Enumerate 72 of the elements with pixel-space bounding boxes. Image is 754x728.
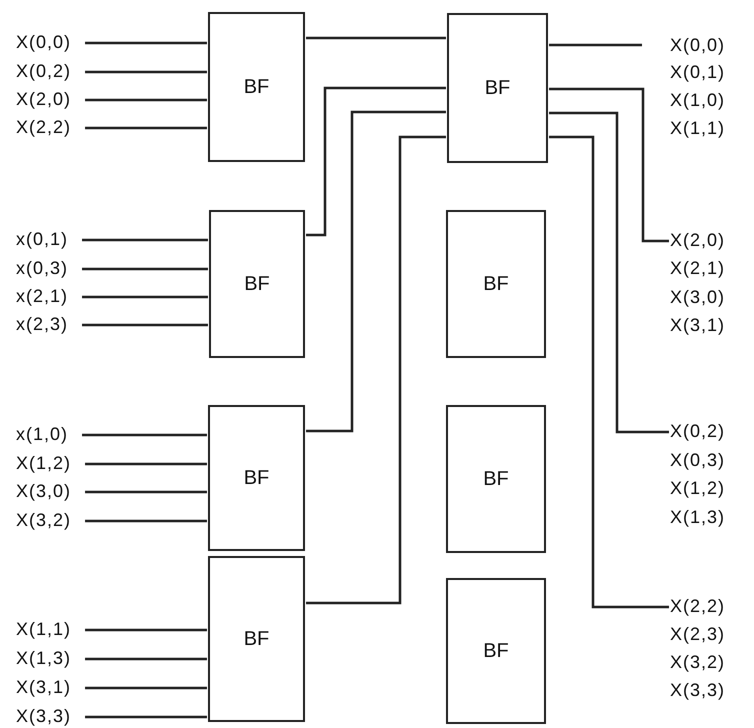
signal-label: X(0,2) (670, 420, 726, 442)
connector-line (82, 296, 208, 298)
signal-label: X(3,3) (670, 679, 726, 701)
connector-line (306, 36, 446, 40)
process-box (209, 210, 305, 358)
connector-line (85, 70, 207, 74)
signal-label: x(0,1) (16, 228, 68, 250)
signal-label: X(1,2) (670, 477, 726, 499)
box-label: BF (244, 628, 270, 650)
signal-label: x(1,0) (16, 423, 68, 445)
box-label: BF (244, 466, 270, 490)
signal-label: X(0,2) (16, 60, 72, 82)
box-label: BF (483, 272, 509, 296)
connector-line (82, 238, 208, 242)
process-box (446, 578, 546, 724)
signal-label: X(0,0) (16, 31, 72, 53)
signal-label: X(2,0) (16, 88, 72, 110)
box-label: BF (483, 640, 509, 662)
signal-label: X(2,0) (670, 229, 726, 251)
signal-label: X(3,1) (16, 676, 72, 698)
connector-line (85, 686, 207, 690)
signal-label: X(2,2) (670, 595, 726, 617)
signal-label: X(0,0) (670, 34, 726, 56)
connector-line (306, 86, 446, 236)
connector-line (82, 324, 208, 326)
connector-line (85, 126, 207, 130)
signal-label: X(1,0) (670, 89, 726, 111)
process-box (208, 12, 305, 162)
connector-line (85, 658, 207, 660)
signal-label: X(1,3) (670, 506, 726, 528)
process-box (446, 210, 546, 358)
process-box (208, 556, 305, 722)
box-label: BF (484, 76, 510, 100)
signal-label: X(1,1) (670, 117, 726, 139)
connector-line (85, 628, 207, 632)
signal-label: x(2,1) (16, 285, 68, 307)
signal-label: X(3,1) (670, 314, 726, 336)
signal-label: X(3,2) (670, 651, 726, 673)
box-label: BF (483, 468, 509, 490)
connector-line (549, 112, 669, 434)
signal-label: X(2,2) (16, 116, 72, 138)
connector-line (85, 42, 207, 44)
signal-label: x(2,3) (16, 313, 68, 335)
signal-label: X(1,1) (16, 618, 72, 640)
connector-line (306, 110, 446, 432)
process-box (446, 405, 546, 553)
signal-label: X(3,0) (670, 286, 726, 308)
signal-label: x(0,3) (16, 257, 68, 279)
connector-line (85, 462, 207, 466)
signal-label: X(0,1) (670, 61, 726, 83)
connector-line (82, 268, 208, 270)
box-label: BF (244, 76, 270, 98)
connector-line (85, 520, 207, 522)
signal-label: X(3,0) (16, 480, 72, 502)
connector-line (82, 434, 207, 436)
signal-label: X(1,3) (16, 647, 72, 669)
signal-label: X(1,2) (16, 452, 72, 474)
signal-label: X(0,3) (670, 449, 726, 471)
connector-line (549, 136, 669, 608)
box-label: BF (244, 272, 270, 296)
connector-line (85, 490, 207, 494)
signal-label: X(3,3) (16, 705, 72, 727)
process-box (447, 13, 548, 163)
connector-line (549, 44, 642, 46)
connector-line (549, 88, 669, 242)
signal-label: X(2,3) (670, 623, 726, 645)
process-box (208, 405, 305, 551)
connector-line (85, 716, 207, 718)
connector-line (306, 136, 446, 604)
connector-line (85, 98, 207, 102)
signal-label: X(3,2) (16, 509, 72, 531)
signal-label: X(2,1) (670, 257, 726, 279)
